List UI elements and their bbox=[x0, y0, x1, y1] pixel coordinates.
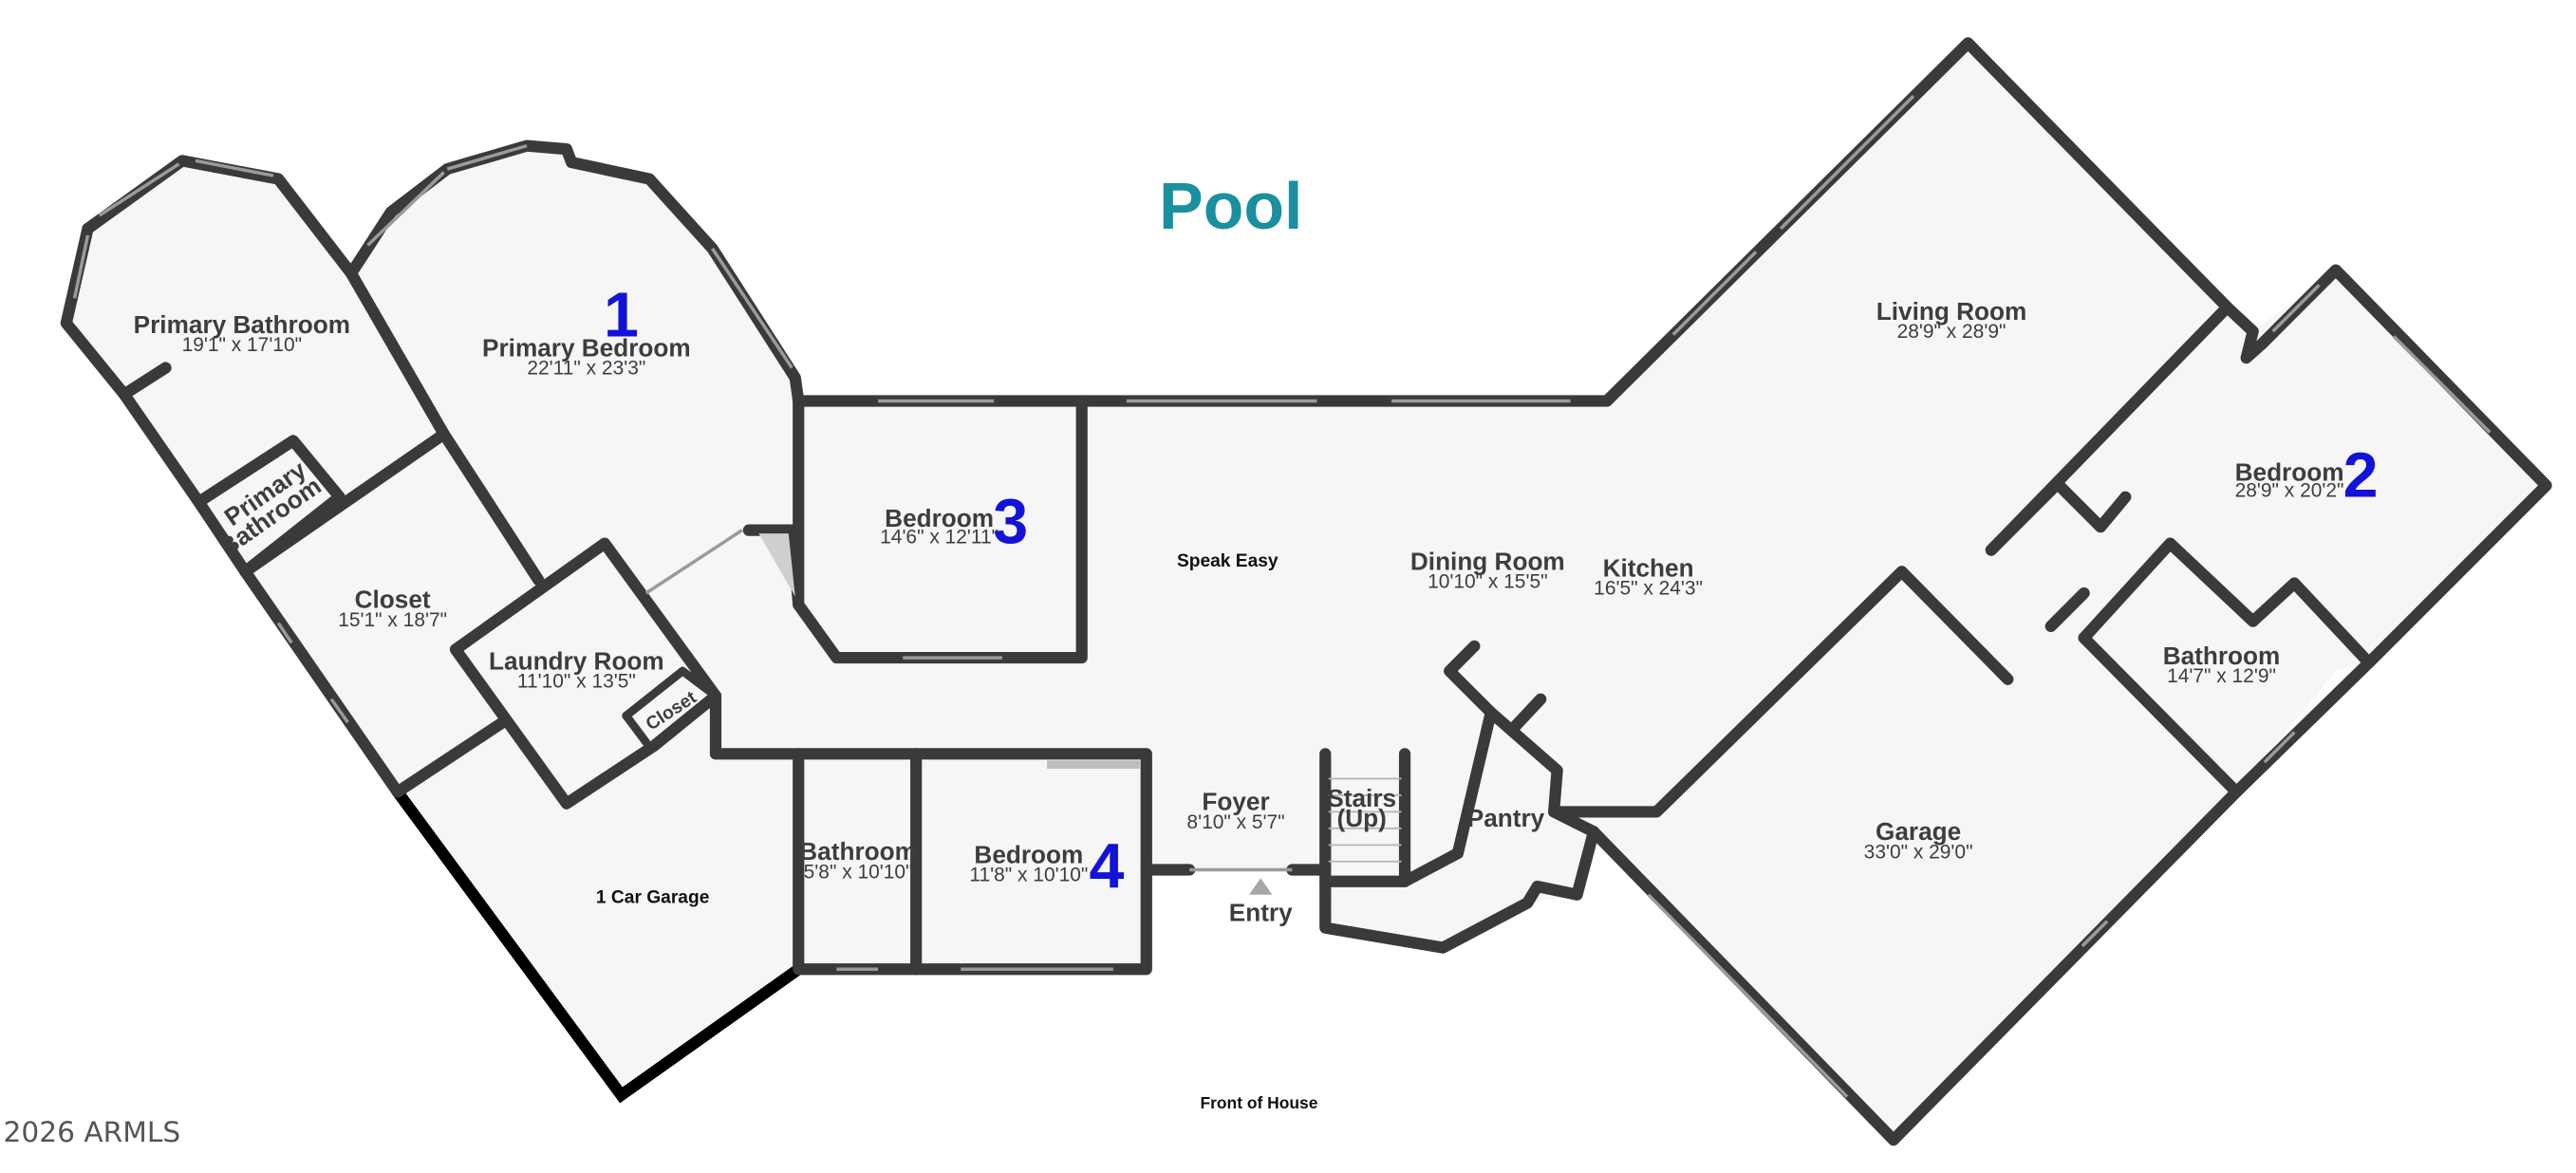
bathroom-east-dims: 14'7" x 12'9" bbox=[2167, 665, 2276, 687]
window-10 bbox=[1671, 251, 1758, 336]
window-6 bbox=[711, 247, 793, 369]
floor-west-wing bbox=[65, 43, 2547, 1141]
window-11 bbox=[1780, 95, 1915, 231]
wall-bedroom3 bbox=[793, 395, 1088, 664]
wall-closet-bottom bbox=[391, 715, 512, 798]
primary-bathroom-name: Primary Bathroom bbox=[134, 310, 350, 339]
window-5 bbox=[446, 143, 528, 171]
pantry-name: Pantry bbox=[1467, 804, 1545, 832]
bedroom-number-2: 2 bbox=[2343, 441, 2379, 512]
wall-closet bbox=[239, 428, 450, 578]
one-car-garage-label: 1 Car Garage bbox=[596, 887, 710, 907]
garage-name: Garage bbox=[1876, 817, 1961, 846]
stairs-line2: (Up) bbox=[1337, 804, 1387, 832]
window-1 bbox=[98, 162, 180, 217]
wall-stairs-inner bbox=[1398, 640, 1497, 887]
wall-stub-east bbox=[2044, 586, 2090, 633]
laundry-room-dims: 11'10" x 13'5" bbox=[517, 670, 636, 692]
bedroom2-name: Bedroom bbox=[2235, 457, 2344, 486]
wall-pantry bbox=[1484, 706, 1600, 838]
window-19 bbox=[2081, 920, 2109, 948]
bathroom-front-name: Bathroom bbox=[799, 837, 917, 866]
wall-hall-front bbox=[709, 690, 805, 760]
bedroom3-dims: 14'6" x 12'11" bbox=[880, 527, 999, 549]
wall-kitchen-garage bbox=[1551, 566, 2014, 818]
window-15 bbox=[644, 529, 743, 595]
bedroom4-name: Bedroom bbox=[974, 841, 1083, 869]
bedroom-number-1: 1 bbox=[604, 280, 639, 350]
window-4 bbox=[366, 171, 445, 247]
wall-pantry-stub bbox=[1509, 693, 1547, 732]
primary-bedroom-dims: 22'11" x 23'3" bbox=[527, 358, 645, 380]
primary-bedroom-name: Primary Bedroom bbox=[482, 333, 691, 362]
bedroom-number-4: 4 bbox=[1089, 832, 1124, 903]
wall-hatch-closet bbox=[742, 524, 805, 611]
watermark: 2026 ARMLS bbox=[3, 1115, 180, 1148]
wall-laundry-closet bbox=[622, 666, 720, 720]
foyer-dims: 8'10" x 5'7" bbox=[1186, 811, 1284, 833]
window-18 bbox=[1647, 893, 1849, 1098]
wall-bathroom-east bbox=[2078, 537, 2375, 669]
window-3 bbox=[72, 234, 90, 299]
wall-primary-bath-stub bbox=[118, 362, 172, 400]
wall-bathroom-east-bottom bbox=[2078, 632, 2243, 798]
garage-dims: 33'0" x 29'0" bbox=[1864, 841, 1973, 863]
windows bbox=[72, 95, 2492, 1098]
wall-stairs bbox=[1319, 748, 1600, 954]
speak-easy-label: Speak Easy bbox=[1177, 551, 1279, 571]
window-13 bbox=[2271, 284, 2321, 333]
wall-one-car-garage-outer bbox=[391, 786, 805, 1104]
stairs-line1: Stairs bbox=[1327, 784, 1396, 812]
wall-garage bbox=[1587, 786, 2243, 1146]
bedroom3-name: Bedroom bbox=[885, 504, 994, 532]
wall-laundry bbox=[449, 537, 722, 810]
pool-label: Pool bbox=[1159, 169, 1302, 243]
closet-name: Closet bbox=[355, 586, 431, 614]
entry-label: Entry bbox=[1229, 899, 1293, 927]
window-2 bbox=[195, 158, 274, 177]
floor-fills bbox=[65, 43, 2547, 1141]
window-12 bbox=[2392, 335, 2492, 434]
hatched-closet bbox=[758, 533, 795, 597]
wall-living-bedroom2 bbox=[1985, 306, 2230, 556]
bedroom-number-3: 3 bbox=[993, 488, 1028, 558]
foyer-name: Foyer bbox=[1202, 788, 1269, 816]
wall-primary-bath-outer bbox=[60, 222, 131, 400]
window-21 bbox=[276, 622, 293, 644]
laundry-room-name: Laundry Room bbox=[489, 646, 664, 675]
kitchen-dims: 16'5" x 24'3" bbox=[1594, 578, 1703, 600]
hatched-shelf bbox=[1047, 760, 1140, 770]
closet-dims: 15'1" x 18'7" bbox=[338, 609, 447, 631]
bathroom-front-dims: 5'8" x 10'10" bbox=[804, 861, 913, 883]
wall-laundry-closet-side bbox=[622, 711, 651, 747]
wall-bathroom-east-right bbox=[2231, 657, 2375, 798]
living-room-name: Living Room bbox=[1876, 297, 2026, 326]
wall-primary-bath-top bbox=[82, 155, 358, 280]
dining-room-name: Dining Room bbox=[1410, 548, 1565, 576]
bedroom4-dims: 11'8" x 10'10" bbox=[969, 865, 1088, 886]
kitchen-name: Kitchen bbox=[1603, 554, 1694, 583]
stair-treads bbox=[1328, 777, 1402, 863]
bedroom2-dims: 28'9" x 20'2" bbox=[2235, 480, 2344, 502]
wall-west-outer bbox=[118, 388, 403, 798]
bathroom-east-name: Bathroom bbox=[2163, 642, 2281, 670]
window-22 bbox=[329, 698, 349, 724]
dining-room-dims: 10'10" x 15'5" bbox=[1428, 571, 1547, 593]
wall-bedroom2 bbox=[2222, 264, 2552, 669]
entry-arrow-icon bbox=[1248, 878, 1273, 895]
front-of-house-label: Front of House bbox=[1200, 1093, 1317, 1112]
window-20 bbox=[2263, 731, 2296, 764]
primary-bathroom-dims: 19'1" x 17'10" bbox=[182, 334, 302, 356]
living-room-dims: 28'9" x 28'9" bbox=[1897, 321, 2007, 343]
wall-front-rooms bbox=[793, 748, 1152, 976]
